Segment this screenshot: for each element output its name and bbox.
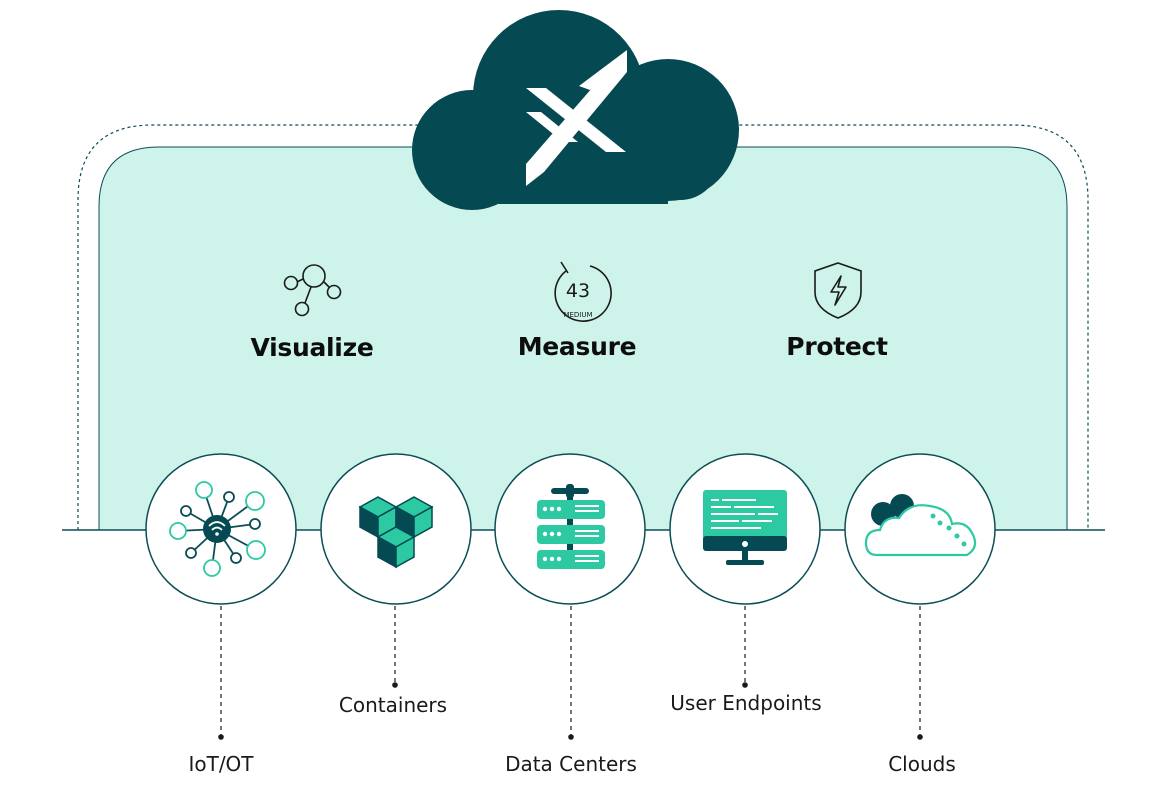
gauge-level: MEDIUM	[563, 311, 592, 319]
pillar-visualize-label: Visualize	[250, 333, 374, 362]
source-iot-label: IoT/OT	[188, 752, 254, 776]
source-user-endpoints-label: User Endpoints	[670, 691, 822, 715]
shield-bolt-icon	[814, 262, 862, 319]
connector-dots	[218, 682, 923, 740]
platform-cloud	[412, 10, 739, 210]
coverage-panel	[98, 146, 1068, 531]
source-user-endpoints	[669, 453, 821, 605]
source-clouds	[844, 453, 996, 605]
pillar-protect-label: Protect	[786, 332, 888, 361]
source-iot	[145, 453, 297, 605]
monitor-icon	[703, 490, 787, 565]
network-nodes-icon	[283, 264, 342, 317]
source-containers-label: Containers	[338, 693, 448, 717]
connectors	[220, 606, 921, 736]
source-data-centers	[494, 453, 646, 605]
source-containers	[320, 453, 472, 605]
iot-hub-icon	[169, 481, 266, 577]
pillar-measure-label: Measure	[517, 332, 637, 361]
x-logo-icon	[526, 50, 627, 186]
server-rack-icon	[537, 484, 605, 569]
container-cubes-icon	[358, 496, 434, 569]
risk-gauge-icon: 43 MEDIUM	[554, 261, 612, 322]
gauge-value: 43	[566, 280, 590, 302]
dotted-outline	[77, 124, 1089, 530]
source-data-centers-label: Data Centers	[505, 752, 637, 776]
cloud-icon	[864, 494, 977, 557]
source-clouds-label: Clouds	[888, 752, 956, 776]
